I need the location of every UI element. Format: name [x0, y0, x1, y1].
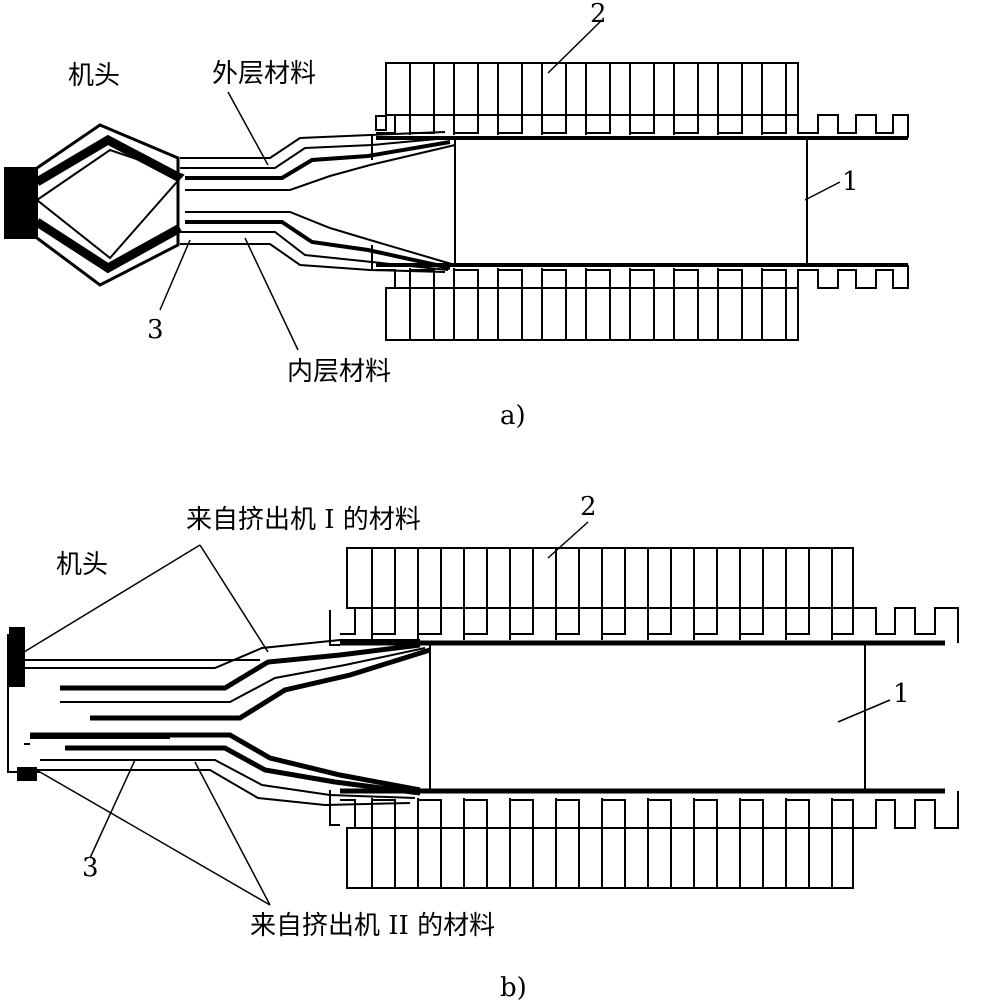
figure-a	[4, 19, 909, 351]
leader-lines-a	[159, 19, 841, 351]
label-num-3-b: 3	[82, 853, 99, 883]
label-num-2-b: 2	[580, 492, 597, 522]
label-head-b: 机头	[56, 550, 108, 580]
mould-blocks-upper-a	[375, 62, 909, 140]
die-head-b	[7, 627, 260, 781]
figure-b	[7, 521, 959, 906]
label-num-1-a: 1	[842, 167, 859, 197]
mould-blocks-lower-a	[376, 263, 909, 341]
mould-blocks-upper-b	[340, 547, 959, 646]
label-num-1-b: 1	[893, 679, 910, 709]
label-head-a: 机头	[68, 61, 120, 91]
label-material-from-extruder-I: 来自挤出机 I 的材料	[186, 505, 421, 535]
outer-layers-a	[180, 131, 456, 191]
die-head-a	[4, 123, 185, 287]
mould-blocks-lower-b	[340, 788, 959, 889]
label-inner-material: 内层材料	[287, 357, 391, 387]
caption-b: b)	[500, 973, 527, 1003]
label-material-from-extruder-II: 来自挤出机 II 的材料	[250, 911, 495, 941]
mandrel-a	[454, 137, 808, 266]
label-outer-material: 外层材料	[212, 59, 316, 89]
caption-a: a)	[500, 401, 526, 431]
leader-lines-b	[23, 521, 891, 906]
material-from-extruder-I	[24, 610, 431, 721]
material-from-extruder-II	[30, 732, 421, 826]
label-num-3-a: 3	[147, 315, 164, 345]
label-num-2-a: 2	[590, 0, 607, 29]
mandrel-b	[429, 642, 866, 792]
